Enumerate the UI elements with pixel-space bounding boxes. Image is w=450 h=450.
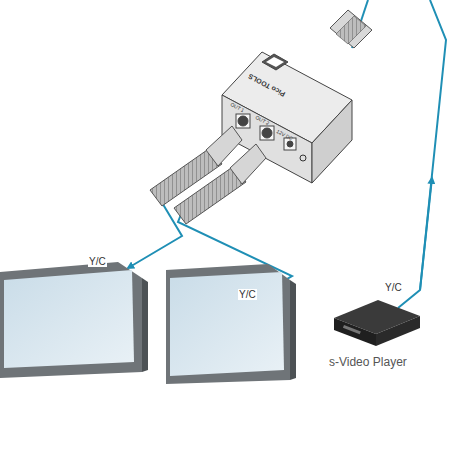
signal-label: Y/C [88,256,107,267]
player-node: s-Video Player [325,298,435,376]
monitor [0,262,148,378]
node-title: s-Video Player [329,356,407,369]
bnc-plugs [150,126,266,224]
signal-label: Y/C [238,289,257,300]
svideo-player [334,300,420,346]
cable [398,0,446,308]
port-label: 12V DC [275,129,293,142]
logo [262,54,288,70]
cable-arrow [420,178,432,290]
port-label: OUT 2 [254,115,270,127]
distribution-box [222,52,352,183]
cable [128,196,182,268]
node-title: Pico TOOLS [247,72,287,98]
node-box: Pico TOOLSOUT 1 OUT 2 12V DC [222,52,352,183]
signal-label: Y/C [384,282,403,293]
monitor [166,264,296,384]
port-label: OUT 1 [229,102,245,114]
input-connector [330,10,372,48]
